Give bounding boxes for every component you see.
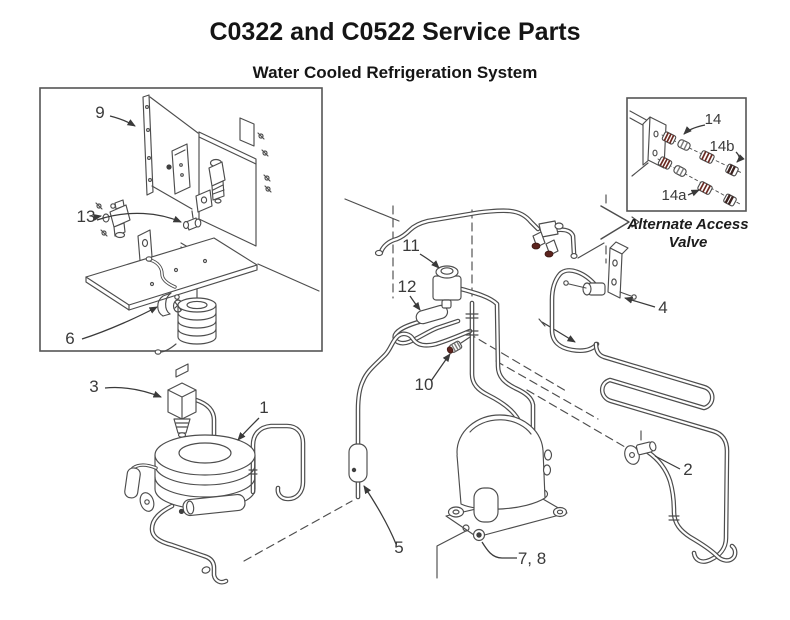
compressor <box>445 414 568 542</box>
suction-line <box>374 211 578 259</box>
schrader-fitting-10 <box>446 340 463 354</box>
water-connection <box>124 467 141 499</box>
liquid-line-solenoid <box>358 265 533 445</box>
callout-6: 6 <box>65 329 74 348</box>
callout-11: 11 <box>402 236 420 255</box>
evap-grommet-fitting <box>624 430 657 465</box>
tee-fittings <box>446 313 479 354</box>
callout-14b: 14b <box>709 138 734 155</box>
alternate-access-valve-pointer <box>600 194 640 264</box>
callout-10: 10 <box>415 375 434 394</box>
access-fitting-14 <box>661 131 677 145</box>
base-platform <box>85 237 320 311</box>
fitting-body <box>677 139 691 151</box>
fitting-cap-lower <box>723 193 737 207</box>
heat-exchanger-body <box>178 493 246 517</box>
platform-water-tube <box>145 256 177 289</box>
inset-alternate-access-valve: 14 14b 14a Alternate Access Valve <box>600 97 749 264</box>
inset-border <box>39 87 323 352</box>
callout-7-8: 7, 8 <box>518 549 546 568</box>
callout-14: 14 <box>705 111 722 128</box>
callout-4: 4 <box>658 298 667 317</box>
fitting-body-lower <box>673 165 687 177</box>
callout-9: 9 <box>95 103 104 122</box>
valve-body <box>582 282 606 296</box>
panel-fitting <box>182 210 202 231</box>
alternate-access-valve-label-line1: Alternate Access <box>626 216 748 233</box>
page-subtitle: Water Cooled Refrigeration System <box>253 63 538 82</box>
inset-callouts: 9 13 6 <box>65 103 182 348</box>
fitting-cap <box>725 163 739 177</box>
mounting-grommet <box>462 524 486 542</box>
access-valve-tee <box>531 220 564 258</box>
callout-3: 3 <box>89 377 98 396</box>
alternate-access-valve-label-line2: Valve <box>669 234 708 251</box>
condenser-coil-1 <box>154 434 256 510</box>
main-callouts: 11 12 10 4 2 3 1 5 7, 8 <box>89 236 692 568</box>
drier-5 <box>348 443 368 497</box>
inset-solenoid-13 <box>95 199 131 239</box>
callout-2: 2 <box>683 460 692 479</box>
mounting-rail <box>142 94 199 210</box>
mid-bracket <box>195 189 213 213</box>
tube-12-bulge <box>415 304 449 325</box>
fitting-bracket <box>629 110 667 177</box>
page-title: C0322 and C0522 Service Parts <box>209 18 580 46</box>
water-valve-3 <box>167 363 197 438</box>
water-cooled-condenser <box>124 363 303 582</box>
inset-condenser-coil <box>154 288 217 355</box>
inset-condenser-unit-assembly: 9 13 6 <box>39 87 323 355</box>
callout-1: 1 <box>259 398 268 417</box>
evaporator-serpentine <box>596 344 735 562</box>
bracket-valve-4 <box>552 241 637 351</box>
panel-outline-lines <box>243 198 626 579</box>
inset-border-2 <box>626 97 747 212</box>
access-fitting-lower <box>657 156 673 170</box>
control-box <box>166 143 191 195</box>
callout-13: 13 <box>77 207 96 226</box>
callout-5: 5 <box>394 538 403 557</box>
callout-14a: 14a <box>661 187 687 204</box>
panel-solenoid-valve <box>208 158 226 204</box>
solenoid-valve-body <box>432 265 462 309</box>
fitting-14b-nut <box>699 150 715 164</box>
callout-12: 12 <box>398 277 417 296</box>
fitting-14a-nut <box>697 181 713 195</box>
panel-screws <box>257 132 272 193</box>
